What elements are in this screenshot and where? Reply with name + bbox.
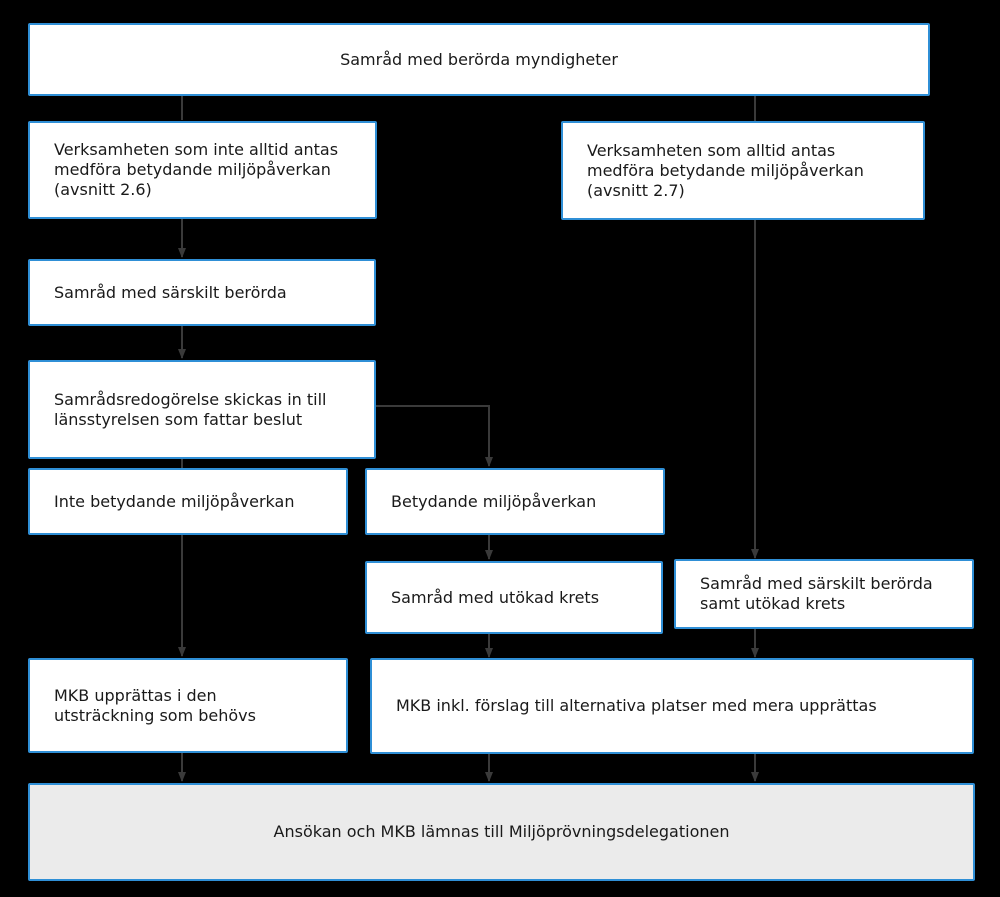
node-consult-extended: Samråd med utökad krets xyxy=(365,561,663,634)
node-label: Samråd med utökad krets xyxy=(391,587,600,607)
node-significant: Betydande miljöpåverkan xyxy=(365,468,665,535)
node-consult-specially-affected: Samråd med särskilt berörda xyxy=(28,259,376,326)
node-consult-specially-and-extended: Samråd med särskilt berörda samt utökad … xyxy=(674,559,974,629)
node-label: Ansökan och MKB lämnas till Miljöprövnin… xyxy=(273,822,730,841)
node-submit-application: Ansökan och MKB lämnas till Miljöprövnin… xyxy=(28,783,975,881)
node-label: Samråd med särskilt berörda samt utökad … xyxy=(700,574,933,613)
connector-arrow-3 xyxy=(375,405,493,467)
node-label: MKB inkl. förslag till alternativa plats… xyxy=(396,696,877,715)
node-label: Inte betydande miljöpåverkan xyxy=(54,491,295,511)
node-consult-authorities: Samråd med berörda myndigheter xyxy=(28,23,930,96)
node-label: Samråd med berörda myndigheter xyxy=(340,49,618,69)
node-not-always-significant: Verksamheten som inte alltid antas medfö… xyxy=(28,121,377,219)
node-consultation-report: Samrådsredogörelse skickas in till länss… xyxy=(28,360,376,459)
node-label: Betydande miljöpåverkan xyxy=(391,491,597,511)
node-label: Verksamheten som inte alltid antas medfö… xyxy=(54,140,339,199)
node-mkb-with-alternatives: MKB inkl. förslag till alternativa plats… xyxy=(370,658,974,754)
node-not-significant: Inte betydande miljöpåverkan xyxy=(28,468,348,535)
node-label: Samråd med särskilt berörda xyxy=(54,282,287,302)
node-label: MKB upprättas i den utsträckning som beh… xyxy=(54,685,256,725)
node-label: Samrådsredogörelse skickas in till länss… xyxy=(54,389,327,429)
node-always-significant: Verksamheten som alltid antas medföra be… xyxy=(561,121,925,220)
node-label: Verksamheten som alltid antas medföra be… xyxy=(587,140,864,200)
node-mkb-as-needed: MKB upprättas i den utsträckning som beh… xyxy=(28,658,348,753)
